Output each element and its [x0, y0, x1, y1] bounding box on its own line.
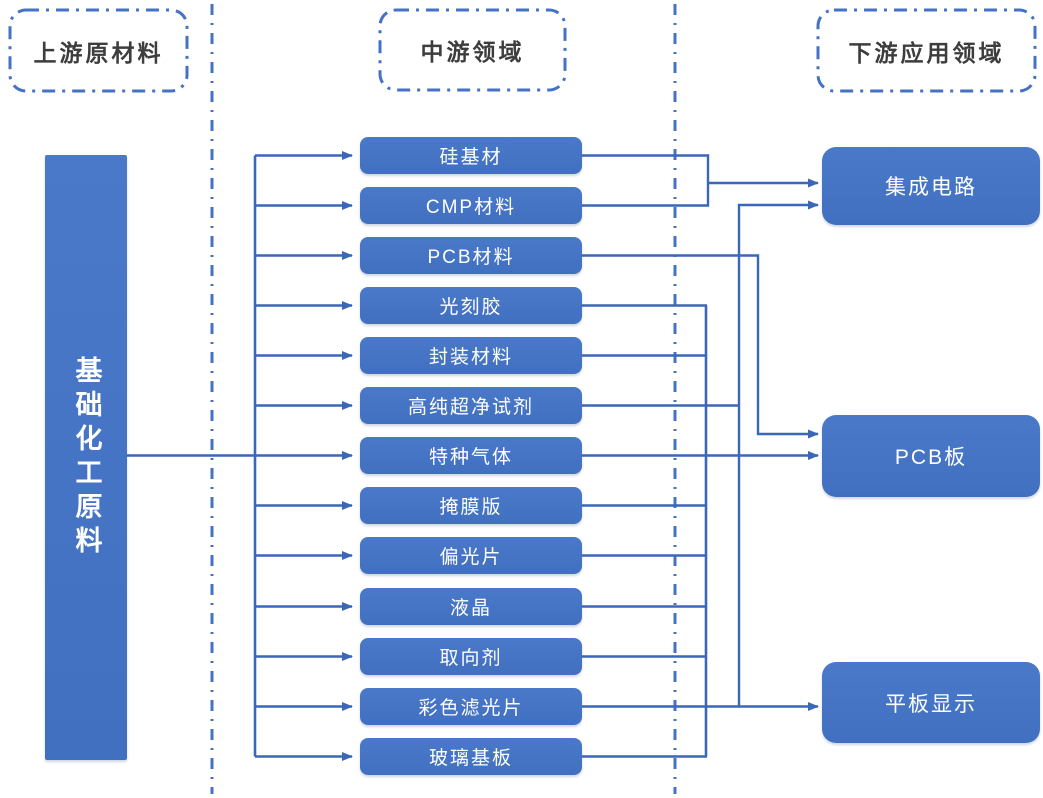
mid-box-pcb-materials: PCB材料: [360, 237, 582, 274]
downstream-header-border: [816, 8, 1037, 93]
mid-box-cmp-materials: CMP材料: [360, 187, 582, 224]
upstream-header: 上游原材料: [33, 39, 164, 66]
down-box-integrated-circuit: 集成电路: [822, 147, 1040, 225]
down-box-flat-panel-display: 平板显示: [822, 662, 1040, 743]
connector-silicon-cmp-bracket: [582, 154, 710, 207]
mid-box-high-purity-reagents: 高纯超净试剂: [360, 387, 582, 424]
mid-box-photomask: 掩膜版: [360, 487, 582, 524]
downstream-header: 下游应用领域: [848, 39, 1005, 66]
upstream-box-label: 基础化工原料: [71, 355, 102, 560]
down-box-pcb-board: PCB板: [822, 415, 1040, 497]
mid-box-packaging-materials: 封装材料: [360, 337, 582, 374]
mid-box-silicon-substrate: 硅基材: [360, 137, 582, 174]
mid-box-photoresist: 光刻胶: [360, 287, 582, 324]
midstream-header-border: [378, 8, 567, 92]
upstream-header-border: [8, 8, 189, 93]
mid-box-alignment-agent: 取向剂: [360, 638, 582, 675]
mid-box-specialty-gases: 特种气体: [360, 437, 582, 474]
mid-box-glass-substrate: 玻璃基板: [360, 738, 582, 775]
connector-pcb-materials-to-pcb-board: [582, 254, 819, 439]
mid-box-color-filter: 彩色滤光片: [360, 688, 582, 725]
mid-box-liquid-crystal: 液晶: [360, 588, 582, 625]
midstream-header: 中游领域: [420, 39, 525, 65]
upstream-box-basic-chemicals: 基础化工原料: [45, 155, 127, 760]
mid-box-polarizer: 偏光片: [360, 537, 582, 574]
connector-mid-trunk-to-ic: [737, 200, 819, 707]
